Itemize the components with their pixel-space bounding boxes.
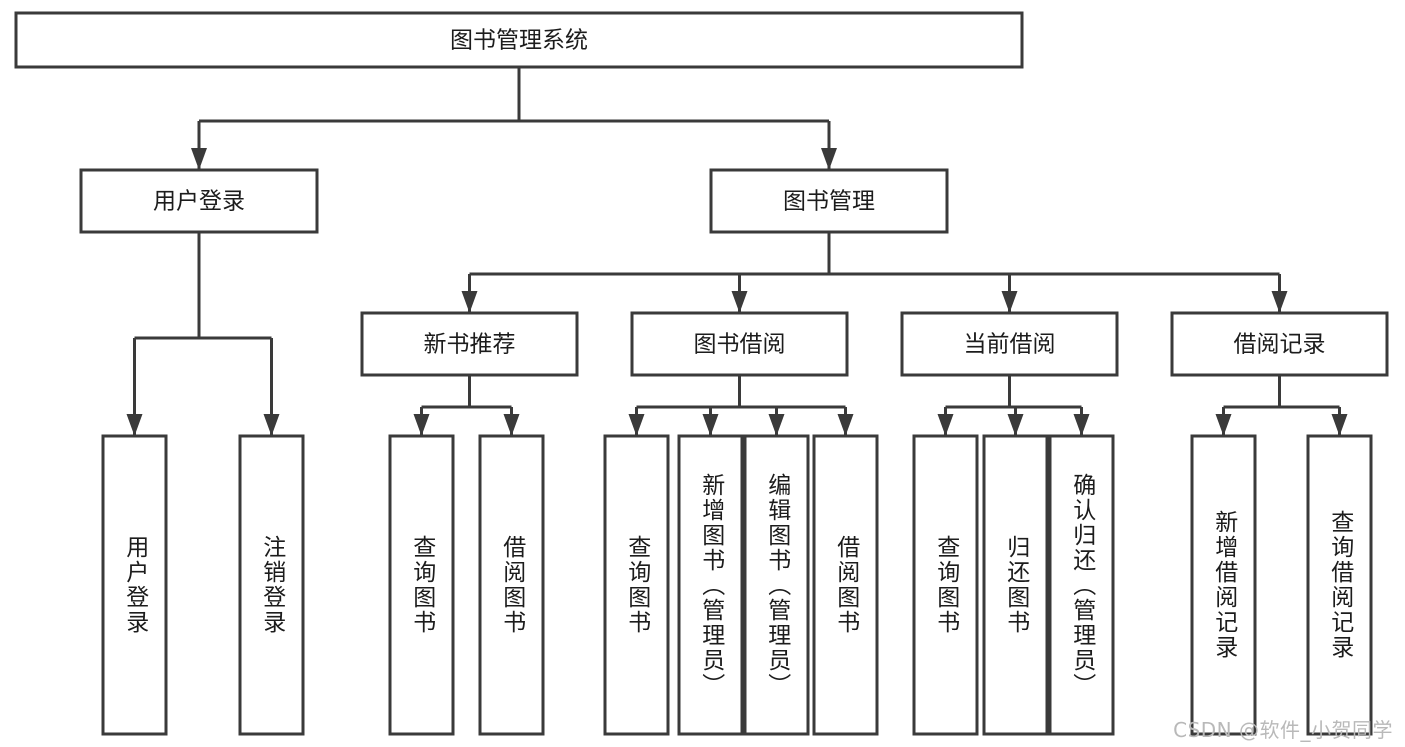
node-box-leaf-query-record[interactable] [1306, 434, 1373, 736]
node-label-current-borrow: 当前借阅 [964, 332, 1056, 358]
node-box-leaf-query-book-1[interactable] [388, 434, 455, 736]
node-box-leaf-query-book-3[interactable] [912, 434, 979, 736]
node-box-user-login[interactable] [79, 168, 319, 234]
arrow-head-icon [461, 291, 478, 313]
arrow-head-icon [1001, 291, 1018, 313]
node-box-current-borrow[interactable] [900, 311, 1119, 377]
node-label-user-login: 用户登录 [153, 189, 245, 215]
node-label-book-manage: 图书管理 [783, 189, 875, 215]
arrow-head-icon [837, 414, 854, 436]
node-label-borrow-record: 借阅记录 [1234, 332, 1326, 358]
node-box-leaf-user-login[interactable] [101, 434, 168, 736]
node-box-leaf-edit-book-admin[interactable] [743, 434, 810, 736]
node-label-root: 图书管理系统 [450, 28, 588, 54]
arrow-head-icon [503, 414, 520, 436]
arrow-head-icon [1073, 414, 1090, 436]
arrow-head-icon [126, 414, 143, 436]
node-label-book-borrow: 图书借阅 [694, 332, 786, 358]
edge-layer [126, 67, 1348, 436]
node-box-root[interactable] [14, 11, 1024, 69]
node-box-leaf-borrow-book-2[interactable] [812, 434, 879, 736]
node-box-new-book-rec[interactable] [360, 311, 579, 377]
node-box-leaf-add-book-admin[interactable] [677, 434, 744, 736]
box-layer [14, 11, 1389, 736]
arrow-head-icon [1007, 414, 1024, 436]
node-label-new-book-rec: 新书推荐 [424, 332, 516, 358]
arrow-head-icon [768, 414, 785, 436]
arrow-head-icon [1215, 414, 1232, 436]
arrow-head-icon [731, 291, 748, 313]
arrow-head-icon [702, 414, 719, 436]
watermark-text: CSDN @软件_小贺同学 [1173, 718, 1393, 742]
arrow-head-icon [937, 414, 954, 436]
node-box-leaf-borrow-book-1[interactable] [478, 434, 545, 736]
arrow-head-icon [191, 148, 207, 170]
node-box-book-manage[interactable] [709, 168, 949, 234]
node-box-leaf-logout[interactable] [238, 434, 305, 736]
arrow-head-icon [821, 148, 837, 170]
node-box-leaf-add-record[interactable] [1190, 434, 1257, 736]
node-box-borrow-record[interactable] [1170, 311, 1389, 377]
node-box-book-borrow[interactable] [630, 311, 849, 377]
arrow-head-icon [1271, 291, 1288, 313]
arrow-head-icon [1331, 414, 1348, 436]
arrow-head-icon [628, 414, 645, 436]
arrow-head-icon [413, 414, 430, 436]
node-box-leaf-query-book-2[interactable] [603, 434, 670, 736]
node-box-leaf-confirm-return[interactable] [1048, 434, 1115, 736]
node-box-leaf-return-book[interactable] [982, 434, 1049, 736]
arrow-head-icon [263, 414, 280, 436]
